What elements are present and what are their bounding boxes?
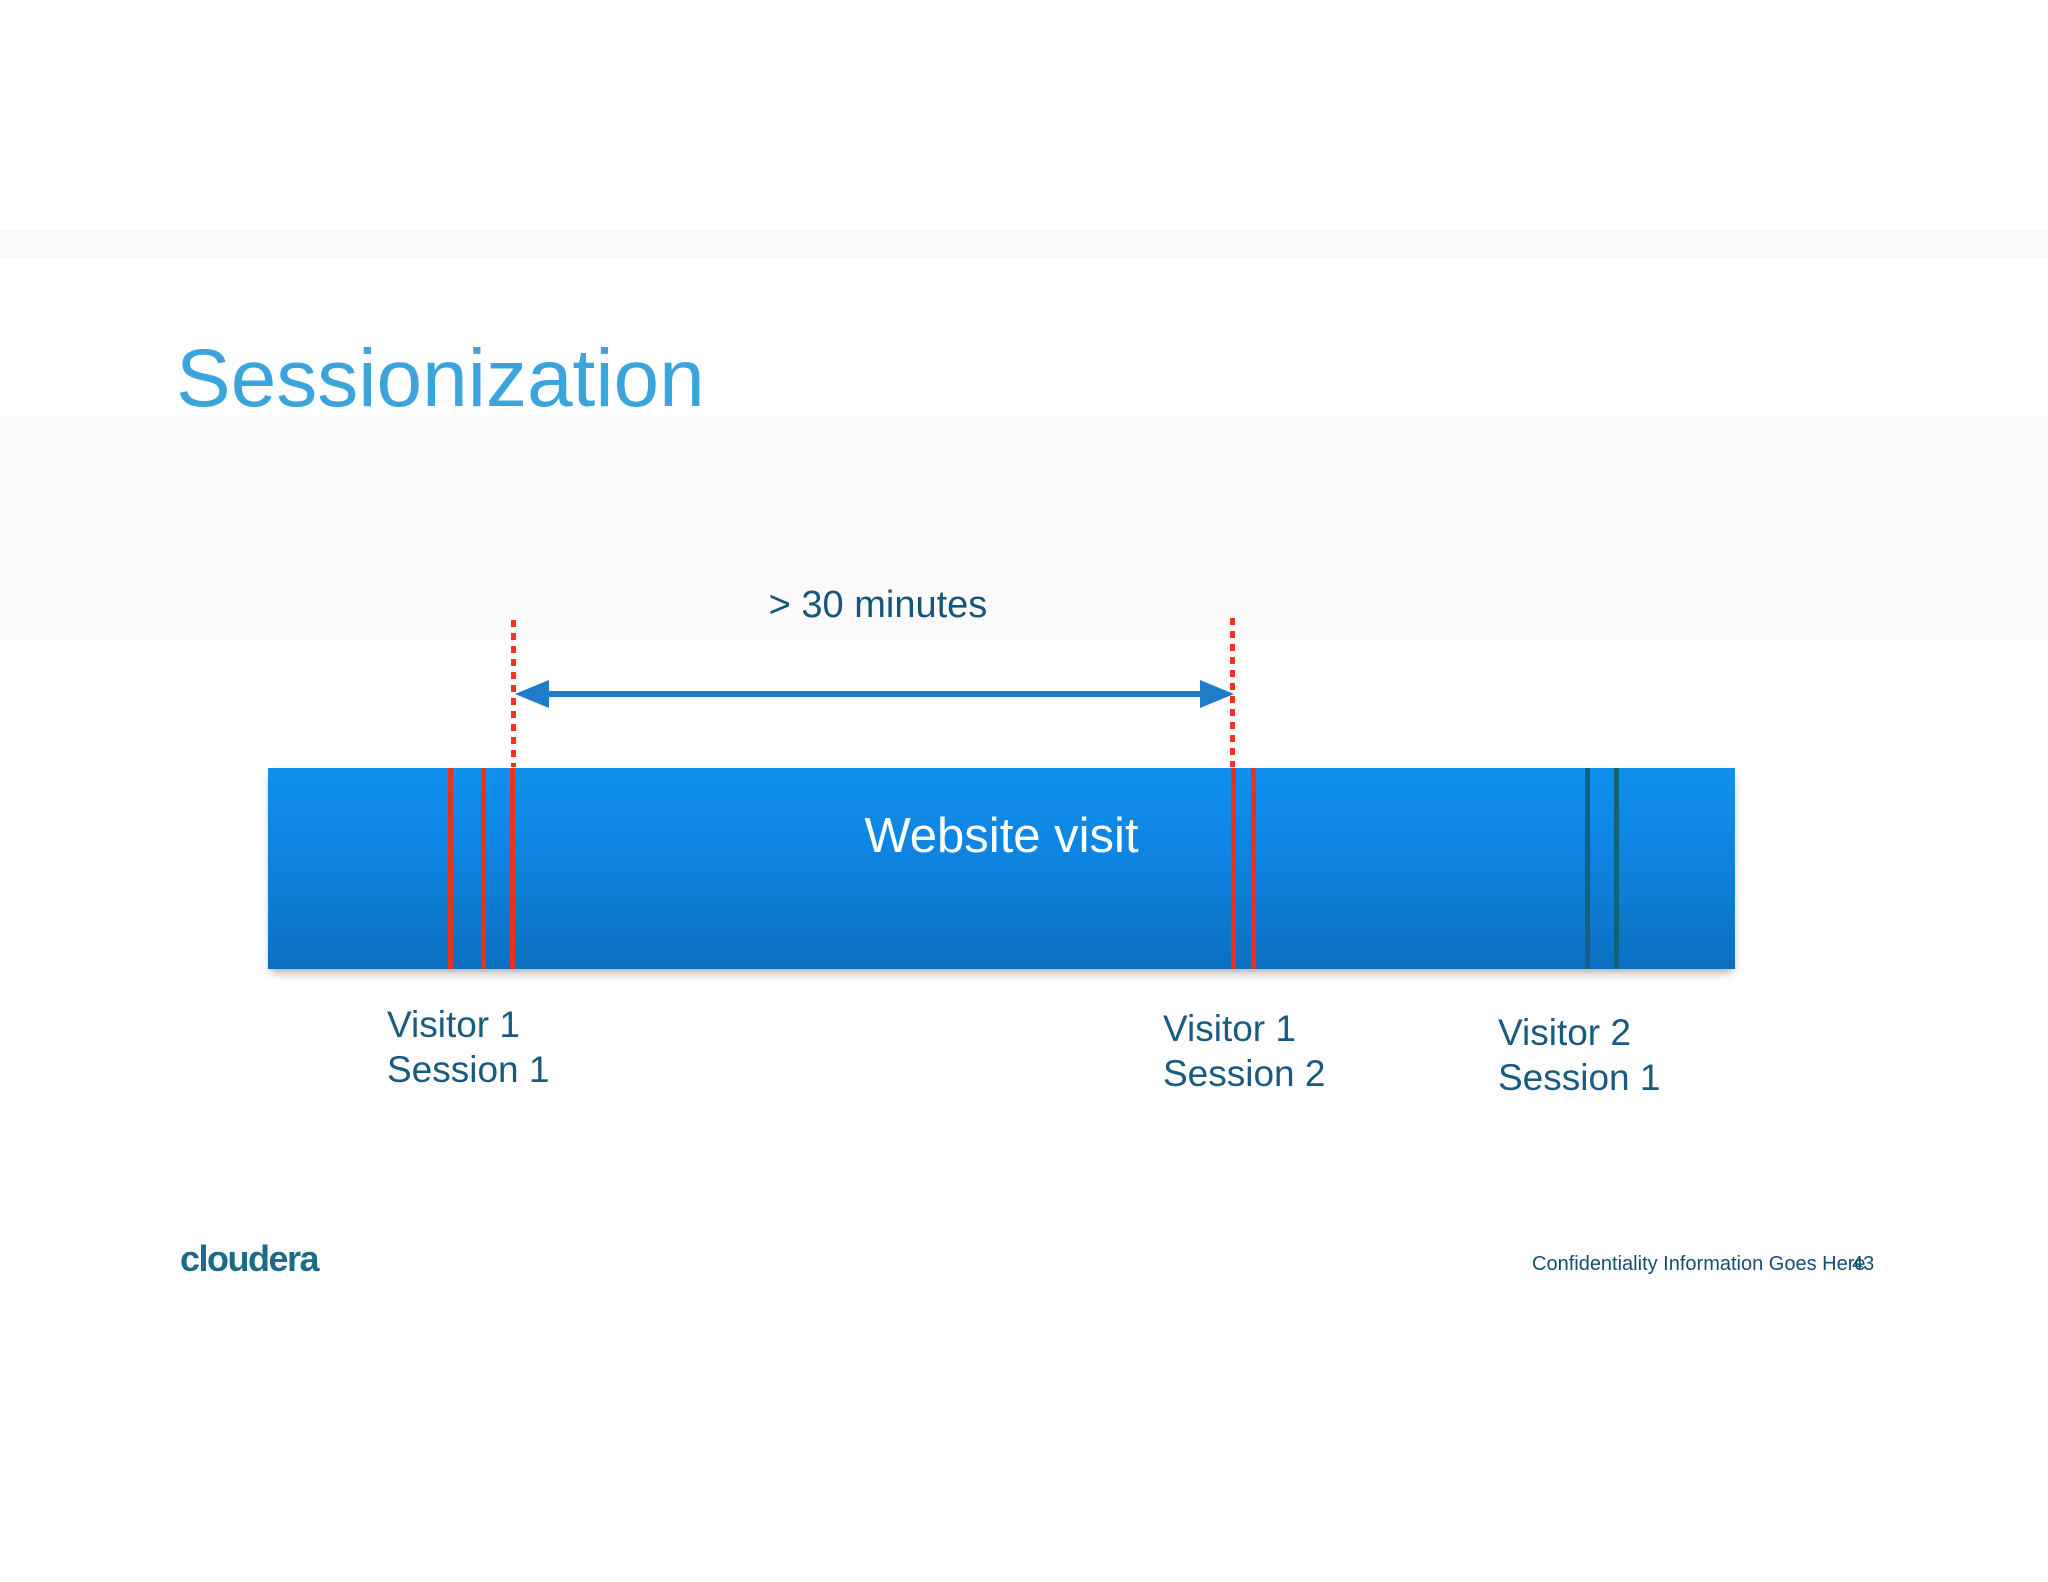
background-band-upper	[0, 230, 2048, 258]
visitor1-session1-hit-line	[510, 768, 515, 969]
label-visitor2-session1: Visitor 2 Session 1	[1498, 1010, 1661, 1100]
visitor2-session1-hit-line	[1614, 768, 1619, 969]
label-line: Visitor 2	[1498, 1012, 1631, 1053]
label-line: Session 2	[1163, 1053, 1326, 1094]
visitor1-session1-hit-line	[481, 768, 486, 969]
label-line: Visitor 1	[387, 1004, 520, 1045]
visitor1-session2-hit-line	[1231, 768, 1236, 969]
double-arrow-icon	[515, 680, 1234, 708]
session-boundary-dotted-line-right	[1230, 618, 1235, 767]
label-visitor1-session1: Visitor 1 Session 1	[387, 1002, 550, 1092]
website-visit-label: Website visit	[864, 809, 1139, 863]
label-visitor1-session2: Visitor 1 Session 2	[1163, 1006, 1326, 1096]
page-number: 43	[1852, 1253, 1875, 1275]
cloudera-logo: cloudera	[180, 1238, 320, 1279]
visitor2-session1-hit-line	[1585, 768, 1590, 969]
visitor1-session2-hit-line	[1251, 768, 1256, 969]
slide-title: Sessionization	[176, 333, 705, 424]
label-line: Session 1	[387, 1049, 550, 1090]
website-visit-bar: Website visit	[268, 768, 1735, 969]
visitor1-session1-hit-line	[448, 768, 453, 969]
session-boundary-dotted-line-left	[511, 620, 516, 767]
label-line: Session 1	[1498, 1057, 1661, 1098]
confidentiality-note: Confidentiality Information Goes Here	[1532, 1253, 1866, 1275]
label-line: Visitor 1	[1163, 1008, 1296, 1049]
gap-duration-label: > 30 minutes	[768, 584, 988, 626]
